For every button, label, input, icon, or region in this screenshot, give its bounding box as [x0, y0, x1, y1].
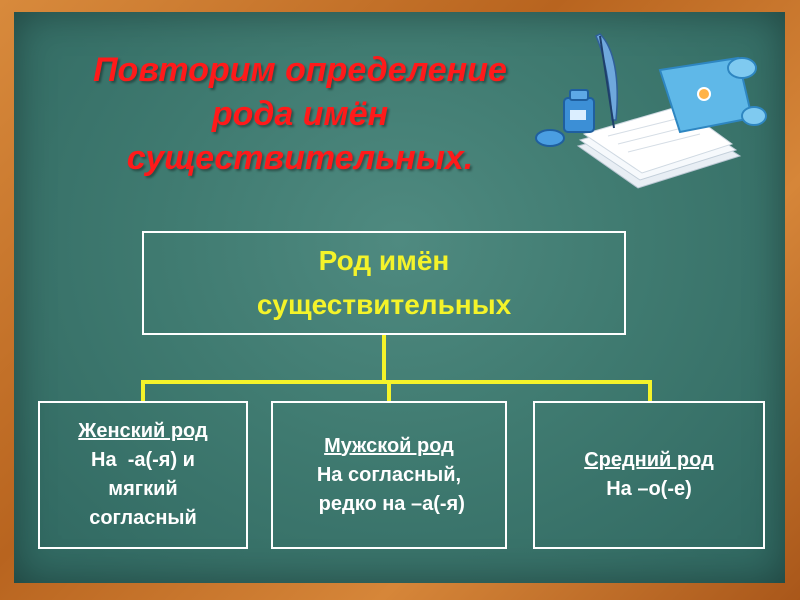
scroll-icon — [658, 56, 767, 134]
title-line: существительных. — [126, 139, 474, 177]
title-line: рода имён — [211, 95, 389, 133]
root-label: существительных — [256, 289, 512, 320]
neuter-gender-rule: На –о(-е) — [606, 478, 692, 500]
inkwell-quill-scroll-icon — [535, 33, 767, 189]
masculine-gender-heading: Мужской род — [324, 434, 454, 457]
masculine-gender-rule: редко на –а(-я) — [313, 492, 465, 515]
neuter-gender-heading: Средний род — [584, 449, 714, 471]
title-line: Повторим определение — [93, 51, 507, 89]
feminine-gender-node: Женский род На -а(-я) и мягкий согласный — [38, 401, 248, 549]
masculine-gender-rule: На согласный, — [316, 463, 462, 486]
feminine-gender-rule: На -а(-я) и — [91, 449, 195, 471]
root-node: Род имён существительных — [142, 231, 626, 335]
neuter-gender-node: Средний род На –о(-е) — [533, 401, 765, 549]
root-label: Род имён — [318, 245, 450, 276]
slide-title: Повторим определение рода имён существит… — [40, 48, 560, 180]
feminine-gender-rule: согласный — [89, 507, 197, 529]
feminine-gender-rule: мягкий — [108, 478, 178, 500]
masculine-gender-node: Мужской род На согласный, редко на –а(-я… — [271, 401, 507, 549]
feminine-gender-heading: Женский род — [78, 420, 208, 442]
inkwell-icon — [535, 89, 595, 147]
quill-icon — [595, 33, 618, 129]
